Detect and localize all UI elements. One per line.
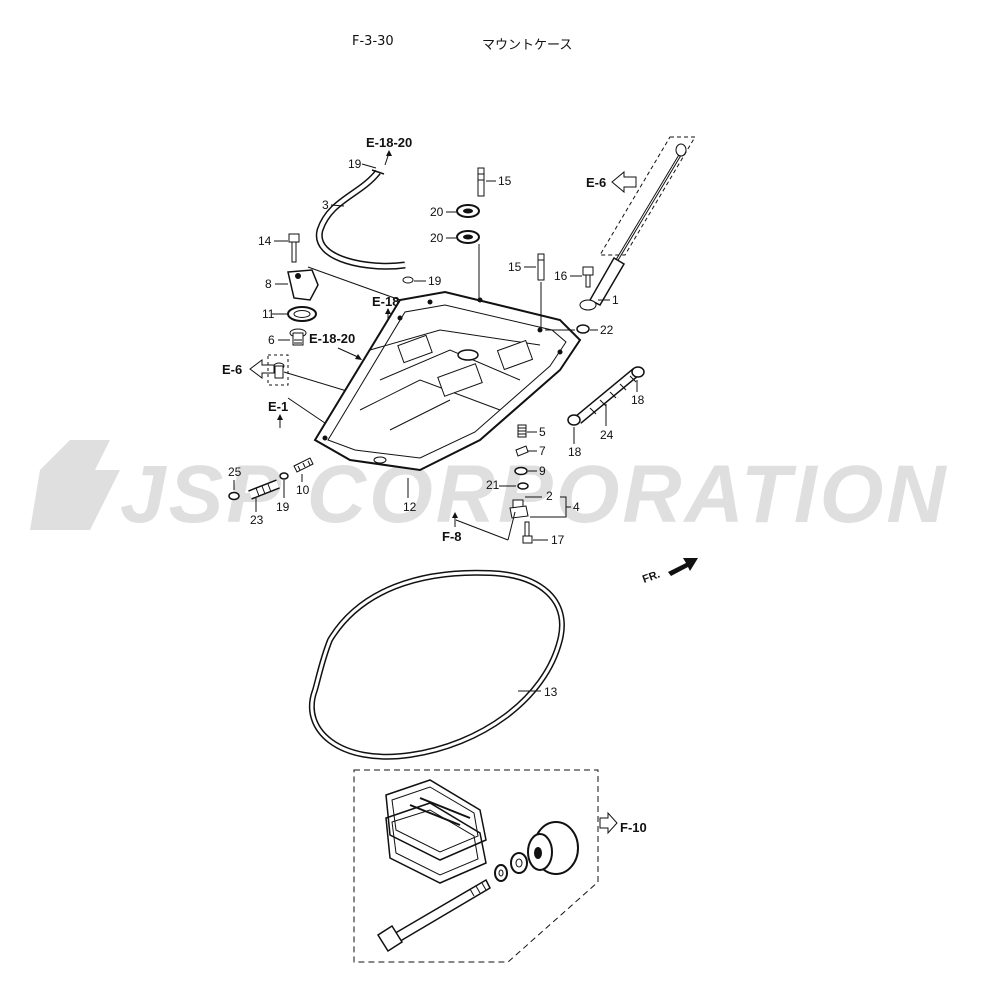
svg-text:E-6: E-6 — [586, 175, 606, 190]
callout-22: 22 — [600, 323, 614, 337]
figure-code: F-3-30 — [352, 34, 394, 49]
callout-13: 13 — [544, 685, 558, 699]
ref-e6-left[interactable]: E-6 — [222, 359, 275, 379]
svg-text:E-18-20: E-18-20 — [366, 135, 412, 150]
joint-10 — [293, 457, 314, 473]
stud-15-top — [477, 167, 485, 197]
hose-24 — [574, 368, 640, 424]
mount-case-12 — [313, 290, 582, 472]
callout-23: 23 — [250, 513, 264, 527]
spring-5 — [517, 424, 527, 438]
callout-7: 7 — [539, 444, 546, 458]
callout-18a: 18 — [631, 393, 645, 407]
callout-6: 6 — [268, 333, 275, 347]
callout-15b: 15 — [508, 260, 522, 274]
callout-20a: 20 — [430, 205, 444, 219]
callout-20b: 20 — [430, 231, 444, 245]
callout-10: 10 — [296, 483, 310, 497]
svg-text:FR.: FR. — [641, 568, 662, 585]
callout-21: 21 — [486, 478, 500, 492]
svg-text:E-18: E-18 — [372, 294, 399, 309]
bolt-16 — [582, 266, 594, 288]
stud-15-right — [537, 253, 545, 281]
gasket-13 — [308, 569, 565, 760]
callout-12: 12 — [403, 500, 417, 514]
callout-3: 3 — [322, 198, 329, 212]
clamp-18-upper — [631, 366, 645, 378]
bolt-14 — [288, 233, 300, 263]
dipstick-guide-1 — [579, 256, 626, 311]
callout-17: 17 — [551, 533, 565, 547]
valve-7 — [515, 445, 529, 457]
ref-f10[interactable]: F-10 — [599, 811, 647, 835]
callout-14: 14 — [258, 234, 272, 248]
bolt-17 — [522, 521, 533, 544]
clip-19b — [402, 276, 414, 284]
callout-24: 24 — [600, 428, 614, 442]
callout-19b: 19 — [428, 274, 442, 288]
clip-25 — [228, 491, 240, 501]
svg-text:E-18-20: E-18-20 — [309, 331, 355, 346]
hose-23 — [248, 479, 280, 500]
callout-8: 8 — [265, 277, 272, 291]
o-ring-22 — [576, 324, 590, 334]
callout-16: 16 — [554, 269, 568, 283]
thermostat-6 — [289, 328, 307, 346]
svg-text:F-8: F-8 — [442, 529, 462, 544]
callout-25: 25 — [228, 465, 242, 479]
mount-plate-gasket — [385, 779, 487, 884]
gasket-11 — [287, 306, 317, 322]
ref-e6-right[interactable]: E-6 — [586, 170, 637, 194]
mount-washer-large — [510, 852, 528, 874]
watermark-text: JSP CORPORATION — [120, 449, 949, 540]
plug-21 — [517, 482, 529, 490]
callout-1: 1 — [612, 293, 619, 307]
dipstick — [612, 143, 687, 266]
washer-9 — [514, 466, 528, 476]
callout-18b: 18 — [568, 445, 582, 459]
mount-washer-small — [494, 864, 508, 882]
through-bolt — [376, 878, 491, 953]
svg-text:E-6: E-6 — [222, 362, 242, 377]
ref-f8[interactable]: F-8 — [442, 512, 462, 544]
callout-2: 2 — [546, 489, 553, 503]
rubber-mount — [527, 821, 579, 875]
front-direction-arrow: FR. — [641, 558, 698, 586]
callout-11: 11 — [262, 307, 275, 321]
hose-3 — [315, 169, 406, 270]
ref-e18-20-mid[interactable]: E-18-20 — [309, 331, 362, 360]
ref-e1[interactable]: E-1 — [268, 399, 288, 428]
clamp-18-lower — [567, 414, 581, 426]
clip-19c — [279, 472, 289, 480]
oil-seal-20a — [456, 204, 480, 218]
diagram-title: マウントケース — [482, 38, 573, 53]
oil-seal-20b — [456, 230, 480, 244]
callout-5: 5 — [539, 425, 546, 439]
callout-19a: 19 — [348, 157, 362, 171]
svg-text:F-10: F-10 — [620, 820, 647, 835]
callout-19c: 19 — [276, 500, 290, 514]
bracket-8 — [287, 269, 319, 301]
svg-text:E-1: E-1 — [268, 399, 288, 414]
callout-9: 9 — [539, 464, 546, 478]
callout-15a: 15 — [498, 174, 512, 188]
ref-e18-20-top[interactable]: E-18-20 — [366, 135, 412, 166]
callout-4: 4 — [573, 500, 580, 514]
plug-fitting — [273, 362, 285, 379]
